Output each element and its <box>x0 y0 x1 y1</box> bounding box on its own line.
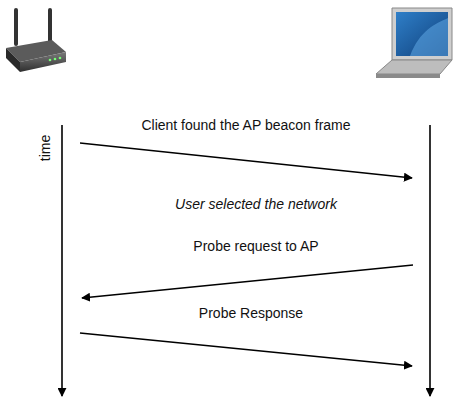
message-arrow <box>82 265 413 298</box>
ap-lifeline <box>61 125 63 396</box>
axis-label: time <box>37 135 53 161</box>
message-label: Probe request to AP <box>193 238 318 254</box>
message-arrow <box>80 333 412 366</box>
note-label: User selected the network <box>175 196 337 212</box>
message-arrow <box>80 143 412 178</box>
laptop-icon <box>376 8 452 78</box>
client-lifeline <box>429 125 431 396</box>
message-label: Probe Response <box>199 305 303 321</box>
router-icon <box>6 8 66 72</box>
message-label: Client found the AP beacon frame <box>141 117 350 133</box>
